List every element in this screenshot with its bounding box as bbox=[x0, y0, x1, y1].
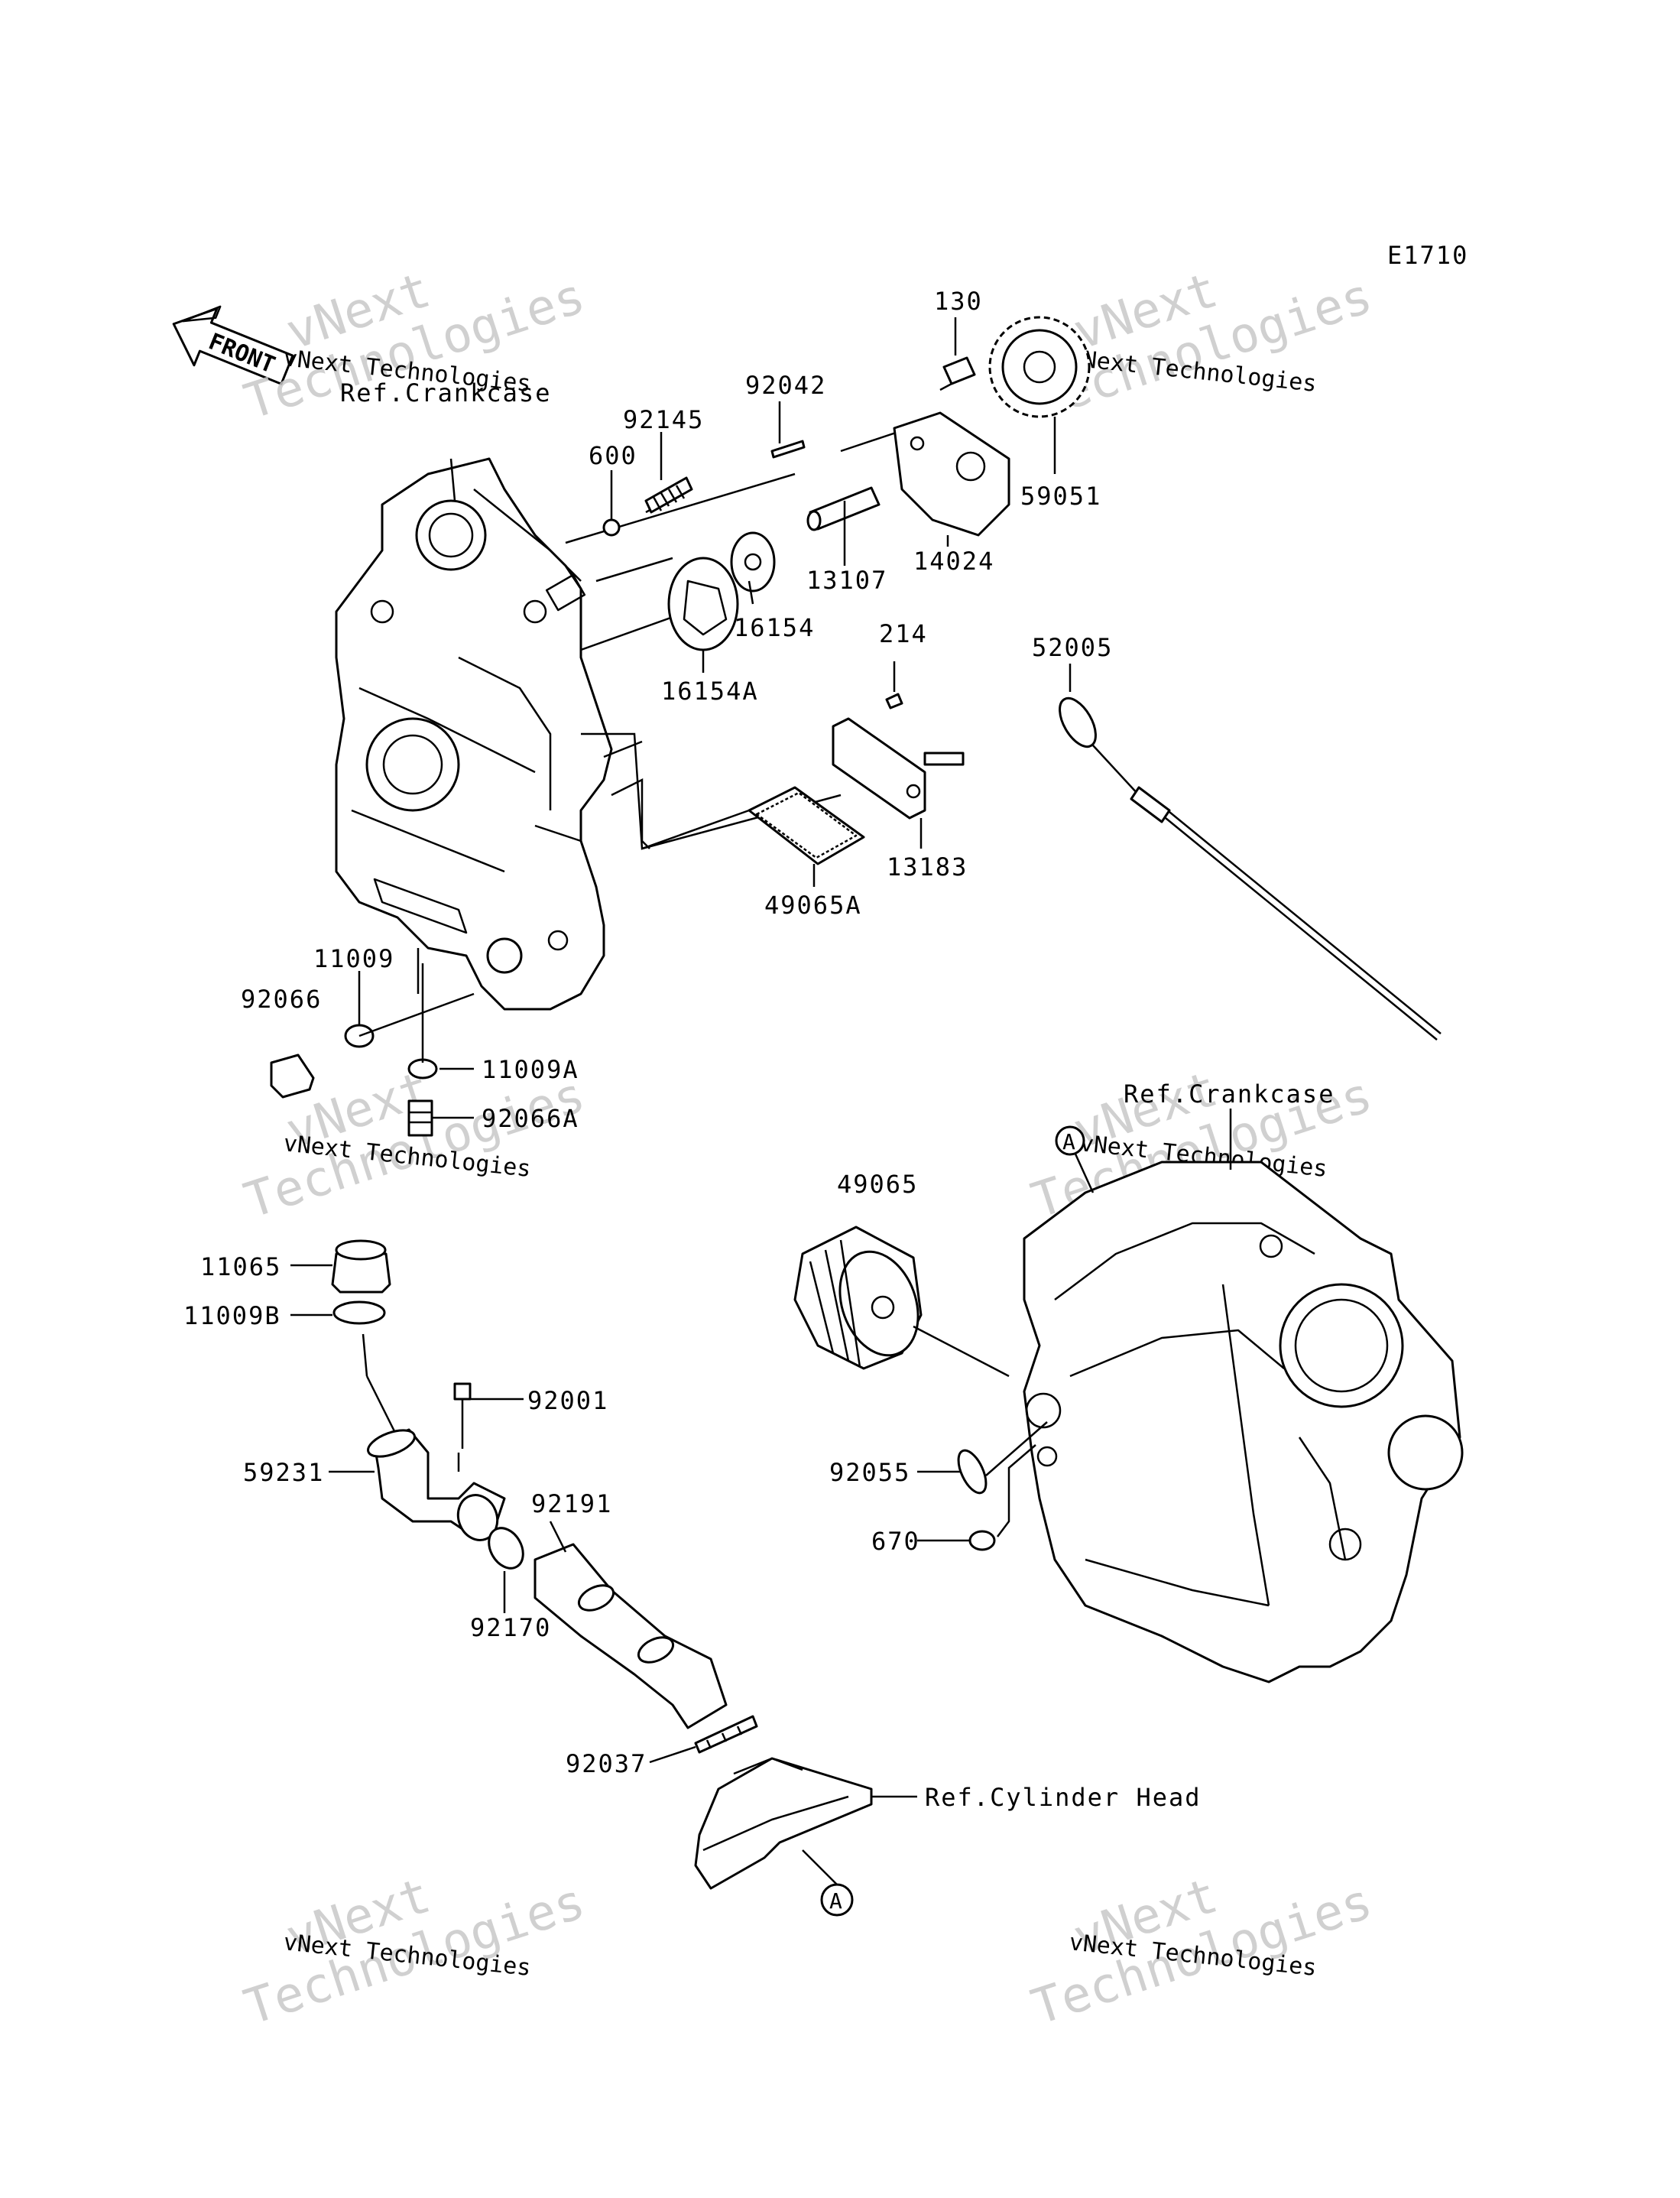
label-11009B: 11009B bbox=[183, 1301, 281, 1330]
label-13183: 13183 bbox=[887, 852, 968, 881]
screw-214 bbox=[885, 693, 903, 709]
gasket-11009B bbox=[332, 1300, 386, 1325]
callout-a-top: A bbox=[1055, 1125, 1085, 1156]
callout-a-bottom: A bbox=[820, 1883, 854, 1917]
label-59231: 59231 bbox=[243, 1458, 324, 1487]
label-92037: 92037 bbox=[566, 1749, 647, 1778]
label-11009: 11009 bbox=[313, 944, 394, 973]
oring-92055 bbox=[957, 1449, 988, 1495]
oring-670 bbox=[968, 1530, 996, 1551]
label-600: 600 bbox=[589, 441, 637, 470]
ref-crankcase-bottom: Ref.Crankcase bbox=[1124, 1080, 1335, 1109]
label-92170: 92170 bbox=[470, 1613, 551, 1642]
hose-92191 bbox=[534, 1543, 728, 1729]
pin-92042 bbox=[770, 440, 806, 459]
label-130: 130 bbox=[934, 287, 983, 316]
diagram-code: E1710 bbox=[1387, 241, 1468, 270]
pump-cover-14024 bbox=[893, 411, 1010, 537]
inner-rotor-16154 bbox=[730, 531, 776, 593]
ref-crankcase-top: Ref.Crankcase bbox=[340, 378, 551, 407]
label-59051: 59051 bbox=[1020, 482, 1101, 511]
label-214: 214 bbox=[879, 619, 928, 648]
label-11065: 11065 bbox=[200, 1252, 281, 1281]
bolt-130 bbox=[939, 356, 976, 391]
label-52005: 52005 bbox=[1032, 633, 1113, 662]
plug-92066 bbox=[270, 992, 475, 1099]
ref-cylinder-head: Ref.Cylinder Head bbox=[925, 1783, 1202, 1812]
label-92001: 92001 bbox=[527, 1386, 608, 1415]
spring-92145 bbox=[644, 476, 693, 514]
shaft-13107 bbox=[806, 486, 881, 531]
crankcase-lower bbox=[1023, 1161, 1464, 1683]
label-11009A: 11009A bbox=[482, 1055, 579, 1084]
label-49065: 49065 bbox=[837, 1170, 918, 1199]
label-92055: 92055 bbox=[829, 1458, 910, 1487]
gear-59051 bbox=[988, 316, 1091, 418]
spring-92037 bbox=[694, 1715, 758, 1754]
label-92191: 92191 bbox=[531, 1489, 612, 1518]
part-labels: 130 92042 92145 600 59051 14024 13107 16… bbox=[183, 287, 1113, 1778]
svg-text:A: A bbox=[1062, 1129, 1075, 1154]
dipstick-52005 bbox=[1059, 696, 1442, 1041]
cap-11065 bbox=[331, 1239, 391, 1294]
plug-92066A bbox=[407, 1099, 433, 1137]
oil-filter-49065 bbox=[793, 1226, 1010, 1378]
cylinder-head-cover bbox=[694, 1757, 873, 1890]
label-16154A: 16154A bbox=[661, 677, 759, 706]
bolt-92001 bbox=[453, 1382, 472, 1472]
label-92066: 92066 bbox=[241, 985, 322, 1014]
ball-600 bbox=[602, 518, 621, 537]
label-16154: 16154 bbox=[734, 613, 815, 642]
label-92066A: 92066A bbox=[482, 1104, 579, 1133]
crankcase-cover bbox=[335, 457, 613, 1011]
clamp-92170 bbox=[488, 1527, 524, 1570]
outer-rotor-16154A bbox=[667, 557, 739, 651]
label-92145: 92145 bbox=[623, 405, 704, 434]
label-670: 670 bbox=[871, 1527, 920, 1556]
leader-lines bbox=[290, 317, 1232, 1885]
label-13107: 13107 bbox=[806, 566, 887, 595]
watermark-bottom-right: vNext Technologies bbox=[1025, 1868, 1379, 2037]
svg-text:A: A bbox=[829, 1888, 842, 1914]
screen-49065A bbox=[748, 786, 865, 865]
filler-neck-59231 bbox=[367, 1428, 506, 1541]
label-49065A: 49065A bbox=[764, 891, 862, 920]
plate-13183 bbox=[832, 717, 965, 820]
label-14024: 14024 bbox=[913, 547, 994, 576]
watermark-bottom-left: vNext Technologies bbox=[238, 1868, 592, 2037]
label-92042: 92042 bbox=[745, 371, 826, 400]
